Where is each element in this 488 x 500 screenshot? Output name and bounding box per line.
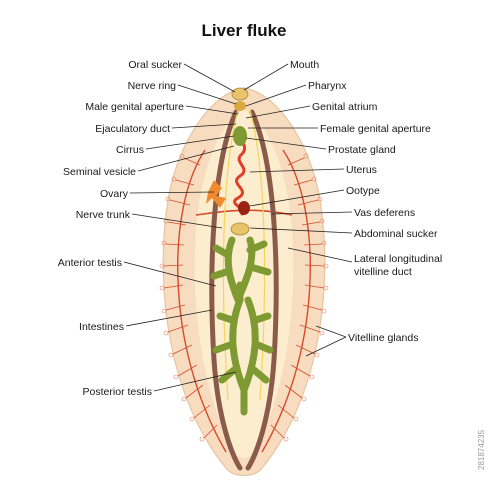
label-anterior-testis: Anterior testis <box>58 257 122 269</box>
label-mouth: Mouth <box>290 59 319 71</box>
label-uterus: Uterus <box>346 164 377 176</box>
uterus <box>233 128 247 216</box>
ootype <box>238 201 250 215</box>
label-male-genital-aperture: Male genital aperture <box>85 101 184 113</box>
label-pharynx: Pharynx <box>308 80 347 92</box>
leader-lines-right <box>243 63 353 357</box>
label-female-genital-aperture: Female genital aperture <box>320 123 431 135</box>
label-seminal-vesicle: Seminal vesicle <box>63 166 136 178</box>
posterior-testis <box>212 296 274 416</box>
diagram-title: Liver fluke <box>201 21 286 40</box>
label-ejaculatory-duct: Ejaculatory duct <box>95 123 170 135</box>
label-lateral-longitudinal: Lateral longitudinal <box>354 253 442 265</box>
seminal-vesicle <box>233 126 247 146</box>
label-intestines: Intestines <box>79 321 124 333</box>
watermark-id: 281874235 <box>477 429 486 470</box>
vitelline-glands-left <box>163 149 227 453</box>
ovary <box>206 180 226 208</box>
label-posterior-testis: Posterior testis <box>83 386 152 398</box>
label-prostate-gland: Prostate gland <box>328 144 396 156</box>
abdominal-sucker <box>230 222 250 236</box>
intestine-right <box>245 109 279 471</box>
label-vitelline-duct: vitelline duct <box>354 266 412 278</box>
label-ovary: Ovary <box>100 188 129 200</box>
oral-sucker <box>231 87 249 101</box>
label-genital-atrium: Genital atrium <box>312 101 378 113</box>
label-cirrus: Cirrus <box>116 144 144 156</box>
transverse-vitelline-duct <box>195 209 293 216</box>
leader-lines-left <box>123 63 239 392</box>
label-oral-sucker: Oral sucker <box>128 59 182 71</box>
label-abdominal-sucker: Abdominal sucker <box>354 228 438 240</box>
label-vas-deferens: Vas deferens <box>354 207 415 219</box>
vitelline-gland-dots <box>159 153 329 442</box>
label-vitelline-glands: Vitelline glands <box>348 332 418 344</box>
vitelline-glands-right <box>261 149 325 453</box>
intestine-left <box>209 109 243 471</box>
label-nerve-trunk: Nerve trunk <box>76 209 131 221</box>
label-ootype: Ootype <box>346 185 380 197</box>
label-nerve-ring: Nerve ring <box>128 80 177 92</box>
nerve-trunk-right <box>249 109 266 401</box>
pharynx <box>234 101 246 111</box>
